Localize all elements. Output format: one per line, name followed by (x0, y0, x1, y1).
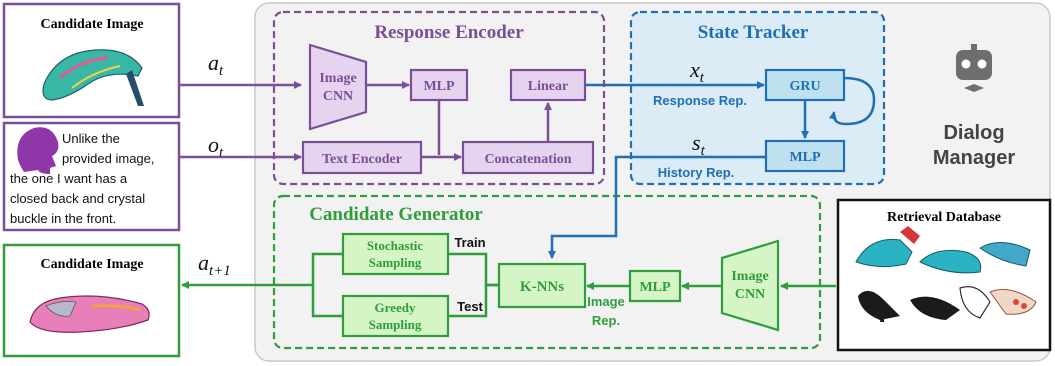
user-query-text-5: buckle in the front. (10, 211, 116, 226)
shoe-image-mule (42, 49, 144, 106)
candidate-generator-title: Candidate Generator (309, 204, 483, 225)
user-query-text-2: provided image, (62, 151, 155, 166)
generator-image-cnn-label-2: CNN (735, 287, 765, 302)
response-rep-label: Response Rep. (653, 93, 747, 108)
generator-mlp-label: MLP (639, 280, 671, 295)
concatenation-box (461, 140, 595, 175)
candidate-image-top-title: Candidate Image (40, 17, 143, 32)
stochastic-sampling-label-1: Stochastic (367, 238, 424, 253)
user-query-text-3: the one I want has a (10, 171, 128, 186)
label-a-t: at (208, 50, 224, 79)
state-mlp-label: MLP (789, 150, 821, 165)
arrow-history-to-knn (548, 155, 765, 259)
test-label: Test (457, 299, 483, 314)
state-tracker-title: State Tracker (698, 22, 809, 43)
label-s-t: st (692, 130, 706, 159)
candidate-generator-region (272, 194, 822, 350)
text-encoder-label: Text Encoder (322, 152, 402, 167)
shoe-image-flat (29, 295, 150, 333)
label-x-t: xt (689, 57, 705, 86)
generator-image-cnn-trapezoid (720, 239, 780, 332)
knn-box (497, 262, 587, 309)
response-encoder-title: Response Encoder (374, 22, 524, 43)
train-label: Train (454, 235, 485, 250)
greedy-sampling-label-2: Sampling (369, 317, 422, 332)
user-head-icon (17, 127, 59, 174)
label-a-t-plus-1: at+1 (198, 250, 231, 279)
response-image-cnn-label-1: Image (319, 71, 356, 86)
user-query-panel (2, 121, 181, 232)
response-image-cnn-label-2: CNN (323, 89, 353, 104)
greedy-sampling-label-1: Greedy (375, 300, 416, 315)
gru-recurrent-arrow (828, 76, 876, 126)
candidate-image-bottom-title: Candidate Image (40, 257, 143, 272)
retrieval-database-panel (836, 198, 1052, 352)
knn-label: K-NNs (520, 279, 564, 295)
generator-image-cnn-label-1: Image (731, 269, 768, 284)
shoe-collection-image (855, 226, 1037, 322)
robot-icon (956, 44, 992, 92)
response-linear-label: Linear (528, 79, 568, 94)
concatenation-label: Concatenation (484, 152, 571, 167)
dialog-manager-label-2: Manager (933, 147, 1015, 169)
response-encoder-region (272, 10, 606, 186)
greedy-sampling-box (341, 294, 450, 338)
retrieval-database-title: Retrieval Database (887, 210, 1001, 225)
history-rep-label: History Rep. (658, 165, 735, 180)
gru-box (764, 68, 846, 102)
gru-label: GRU (789, 79, 820, 94)
image-rep-label-1: Image (587, 294, 625, 309)
line-knn-to-greedy (448, 283, 499, 318)
text-encoder-box (301, 140, 423, 175)
label-o-t: ot (208, 132, 224, 161)
state-mlp-box (764, 139, 846, 173)
user-query-text-1: Unlike the (62, 131, 120, 146)
image-rep-label-2: Rep. (592, 313, 620, 328)
response-image-cnn-trapezoid (308, 43, 368, 131)
response-mlp-label: MLP (423, 79, 455, 94)
dialog-manager-label-1: Dialog (943, 122, 1004, 144)
user-query-text-4: closed back and crystal (10, 191, 145, 206)
generator-mlp-box (628, 269, 682, 303)
response-mlp-box (409, 68, 469, 102)
stochastic-sampling-label-2: Sampling (369, 255, 422, 270)
